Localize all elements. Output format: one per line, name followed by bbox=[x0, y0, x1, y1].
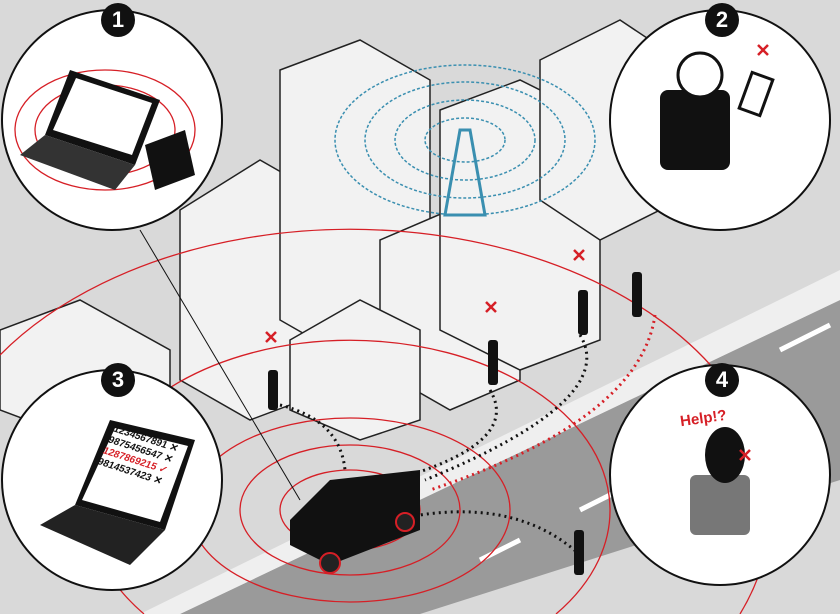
surveillance-van bbox=[290, 470, 420, 574]
callout-3-laptop bbox=[40, 420, 195, 565]
callout-pointer bbox=[139, 229, 301, 501]
blocked-signal-icons bbox=[265, 249, 585, 343]
pedestrians bbox=[268, 272, 642, 575]
callout-1-laptop bbox=[14, 69, 196, 191]
step-badge-1: 1 bbox=[101, 3, 135, 37]
callout-2-person-phone bbox=[660, 44, 775, 170]
intercept-paths bbox=[279, 334, 589, 557]
cell-tower bbox=[334, 64, 596, 217]
step-badge-3: 3 bbox=[101, 363, 135, 397]
callout-4-person bbox=[690, 427, 751, 535]
step-badge-2: 2 bbox=[705, 3, 739, 37]
step-badge-4: 4 bbox=[705, 363, 739, 397]
